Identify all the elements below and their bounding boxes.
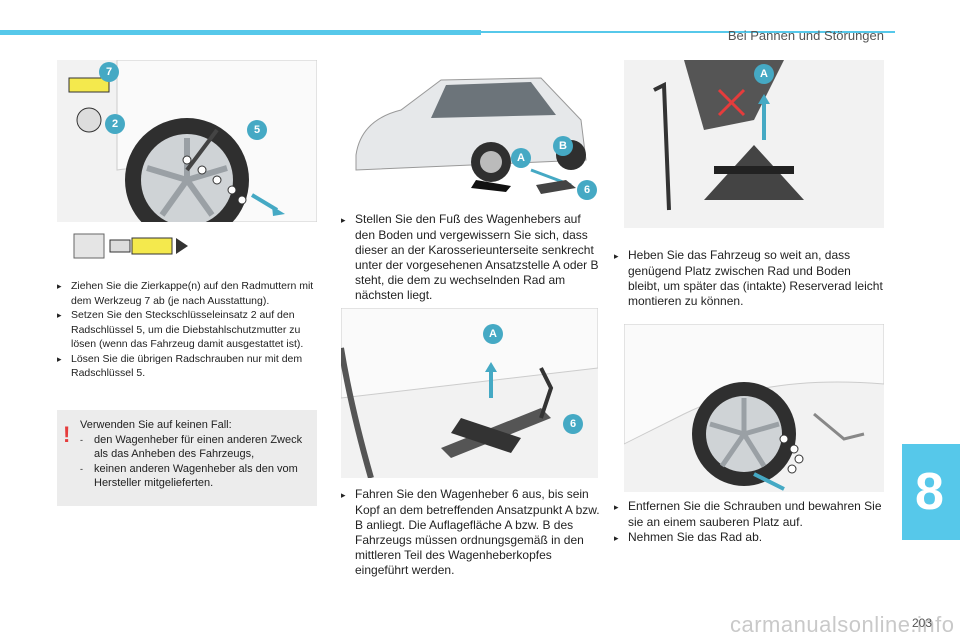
middle-step-2: ▸ Fahren Sie den Wagenheber 6 aus, bis se…: [341, 487, 603, 578]
badge-2: 2: [105, 114, 125, 134]
bullet-icon: ▸: [57, 310, 62, 320]
bullet-icon: ▸: [614, 251, 619, 261]
list-item: -den Wagenheber für einen anderen Zweck …: [80, 433, 310, 462]
badge-A: A: [754, 64, 774, 84]
bullet-icon: ▸: [57, 353, 62, 364]
list-item: -keinen anderen Wagenheber als den vom H…: [80, 462, 310, 491]
list-item: ▸ Entfernen Sie die Schrauben und bewahre…: [614, 499, 886, 530]
chapter-number: 8: [915, 463, 944, 521]
list-item: ▸ Setzen Sie den Steckschlüsseleinsatz 2 …: [57, 308, 319, 352]
figure-wheel-wrench: 7 2 5: [57, 60, 317, 222]
list-item: ▸ Ziehen Sie die Zierkappe(n) auf den Rad…: [57, 279, 319, 308]
figure-jack-detail: A: [624, 60, 884, 228]
badge-B: B: [553, 136, 573, 156]
list-item: ▸ Nehmen Sie das Rad ab.: [614, 530, 886, 546]
chapter-tab: 8: [902, 444, 960, 540]
step-text: Lösen Sie die übrigen Radschrauben nur m…: [71, 352, 303, 380]
dash-icon: -: [80, 463, 83, 474]
step-text: Heben Sie das Fahrzeug so weit an, dass …: [628, 248, 883, 308]
page-number: 203: [912, 616, 933, 630]
wheel-wrench-illustration: [68, 60, 317, 222]
step-text: Stellen Sie den Fuß des Wagenhebers auf …: [355, 212, 599, 302]
warning-icon: !: [63, 422, 71, 447]
socket-tool-illustration: [73, 233, 188, 259]
jack-illustration: [341, 308, 598, 478]
header-accent-bar: [0, 30, 481, 35]
badge-6: 6: [563, 414, 583, 434]
jack-detail-illustration: [653, 60, 804, 211]
figure-car-jack-points: A B 6: [341, 60, 598, 206]
watermark: carmanualsonline.info: [730, 612, 955, 637]
step-text: Setzen Sie den Steckschlüsseleinsatz 2 a…: [71, 309, 304, 350]
bullet-icon: ▸: [57, 281, 62, 291]
figure-jack-under-car: A 6: [341, 308, 598, 478]
warning-box: ! Verwenden Sie auf keinen Fall: -den Wa…: [57, 410, 317, 506]
badge-7: 7: [99, 62, 119, 82]
wheel-removal-illustration: [624, 324, 884, 491]
bullet-icon: ▸: [614, 533, 619, 543]
badge-A: A: [483, 324, 503, 344]
badge-A: A: [511, 148, 531, 168]
step-text: Fahren Sie den Wagenheber 6 aus, bis sei…: [355, 487, 600, 577]
warning-intro: Verwenden Sie auf keinen Fall:: [80, 419, 232, 431]
badge-6: 6: [577, 180, 597, 200]
list-item: ▸ Lösen Sie die übrigen Radschrauben nur …: [57, 352, 319, 381]
header-rule: [481, 31, 895, 33]
step-text: Entfernen Sie die Schrauben und bewahren…: [628, 499, 882, 529]
warning-item: den Wagenheber für einen anderen Zweck a…: [94, 433, 303, 461]
bullet-icon: ▸: [614, 502, 619, 512]
left-steps: ▸ Ziehen Sie die Zierkappe(n) auf den Rad…: [57, 279, 319, 381]
car-illustration: [355, 77, 587, 194]
figure-socket-tool: [72, 232, 190, 260]
warning-item: keinen anderen Wagenheber als den vom He…: [94, 462, 298, 490]
bullet-icon: ▸: [341, 490, 346, 500]
bullet-icon: ▸: [341, 215, 346, 225]
right-step-1: ▸ Heben Sie das Fahrzeug so weit an, dass…: [614, 248, 886, 309]
middle-step-1: ▸ Stellen Sie den Fuß des Wagenhebers auf…: [341, 212, 603, 303]
right-steps-2: ▸ Entfernen Sie die Schrauben und bewahre…: [614, 499, 886, 546]
dash-icon: -: [80, 434, 83, 445]
chapter-title: Bei Pannen und Störungen: [727, 28, 884, 43]
step-text: Nehmen Sie das Rad ab.: [628, 530, 763, 544]
step-text: Ziehen Sie die Zierkappe(n) auf den Radm…: [71, 280, 314, 307]
figure-wheel-removal: [624, 324, 884, 492]
badge-5: 5: [247, 120, 267, 140]
